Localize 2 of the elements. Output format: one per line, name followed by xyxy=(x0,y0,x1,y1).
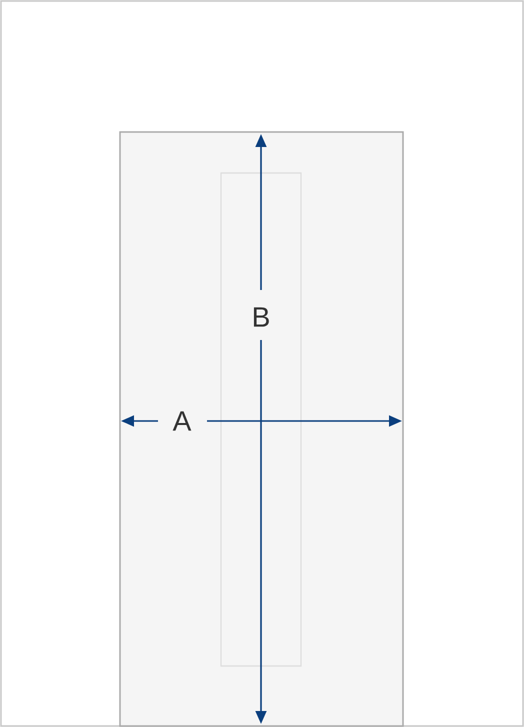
dimension-label: A xyxy=(172,411,192,431)
dimension-label: B xyxy=(254,307,269,327)
